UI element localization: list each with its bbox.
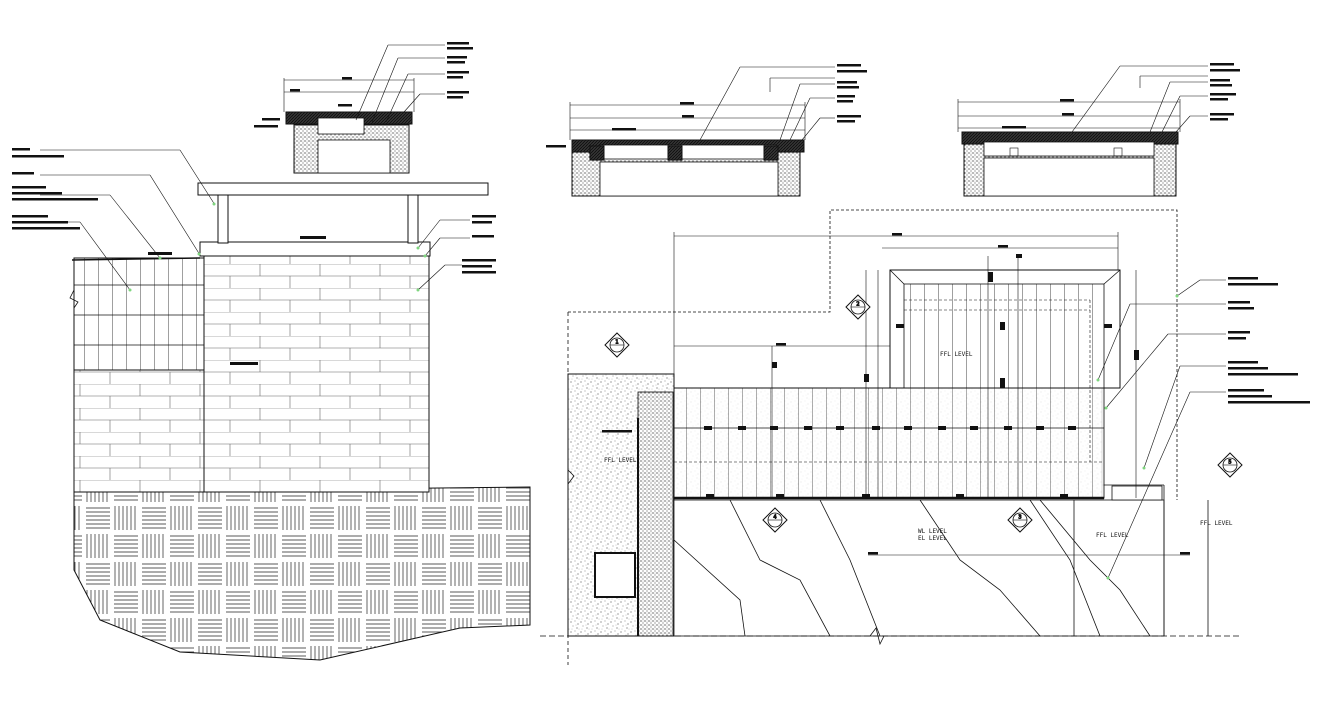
basketweave-paving (73, 486, 531, 661)
ffl-level-label-pillar: FFL LEVEL (604, 457, 637, 464)
section-marker: 3 (1007, 507, 1033, 533)
upper-brick-wall (203, 255, 430, 493)
slat-screen (73, 257, 205, 371)
svg-text:3: 3 (1018, 515, 1021, 521)
section-marker: 4 (762, 507, 788, 533)
pool-section (540, 209, 1310, 665)
section-detail-a (254, 42, 473, 174)
section-marker: 5 (1217, 452, 1243, 478)
section-marker: 2 (845, 294, 871, 320)
svg-text:5: 5 (1228, 460, 1231, 466)
ffl-level-label-far-right: FFL LEVEL (1200, 520, 1233, 527)
svg-text:6: 6 (298, 236, 301, 242)
section-marker: 1 (604, 332, 630, 358)
ffl-level-label-right: FFL LEVEL (1096, 532, 1129, 539)
level-annotations: FFL LEVEL FFL LEVEL WL LEVEL EL LEVEL FF… (604, 351, 1233, 542)
svg-text:4: 4 (773, 515, 776, 521)
section-detail-c (957, 63, 1240, 197)
svg-text:1: 1 (615, 340, 618, 346)
wl-level-label: WL LEVEL (918, 528, 947, 535)
wall-coping (199, 241, 431, 257)
el-level-label: EL LEVEL (918, 535, 947, 542)
pergola-beam (197, 182, 489, 196)
left-elevation (12, 148, 531, 661)
svg-text:2: 2 (856, 302, 859, 308)
section-detail-b (546, 64, 867, 197)
section-markers: 1 2 3 4 5 6 (298, 236, 1243, 533)
ffl-level-label-upper: FFL LEVEL (940, 351, 973, 358)
